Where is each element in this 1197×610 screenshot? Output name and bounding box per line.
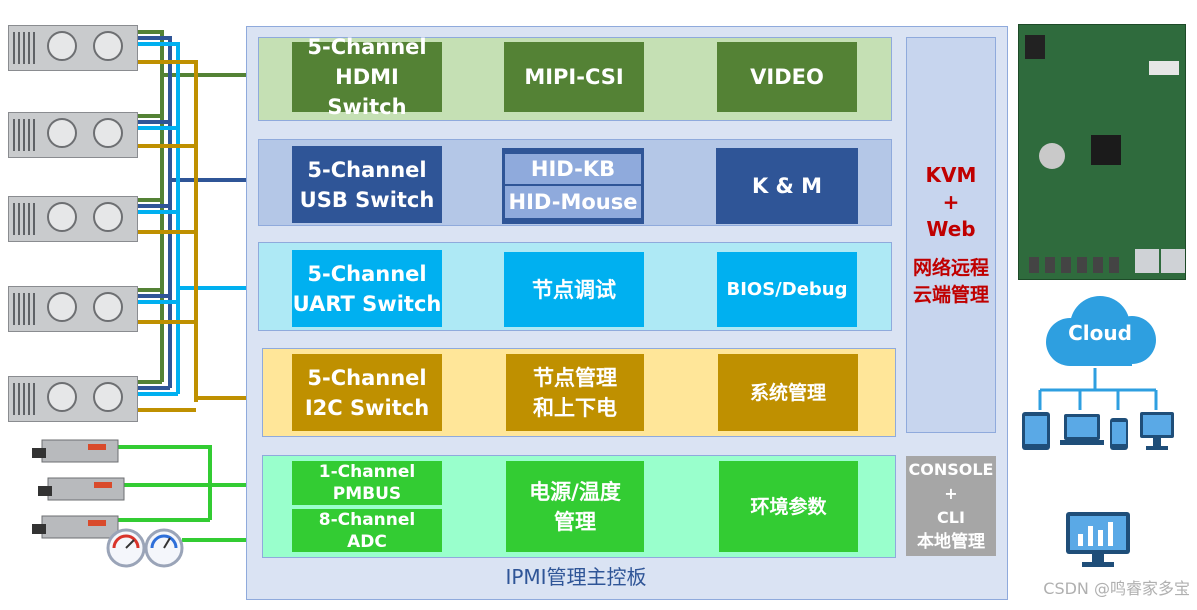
- pmbus-block: 1-Channel PMBUS: [292, 461, 442, 505]
- tablet-icon: [1022, 412, 1050, 450]
- phone-icon: [1110, 418, 1128, 450]
- main-chip: [1091, 135, 1121, 165]
- server-node-1: [8, 25, 138, 71]
- mipi-csi-block: MIPI-CSI: [504, 42, 644, 112]
- km-block: K & M: [716, 148, 858, 224]
- fan-icon: [93, 202, 123, 232]
- console-title: CONSOLE + CLI: [908, 460, 994, 527]
- console-panel: CONSOLE + CLI 本地管理: [906, 456, 996, 556]
- fan-icon: [93, 382, 123, 412]
- psu-icon: [32, 515, 119, 539]
- system-mgmt-block: 系统管理: [718, 354, 858, 431]
- uart-switch-block: 5-Channel UART Switch: [292, 250, 442, 327]
- monitor-icon: [1140, 412, 1174, 450]
- board-title: IPMI管理主控板: [505, 565, 647, 589]
- adc-block: 8-Channel ADC: [292, 509, 442, 552]
- node-debug-block: 节点调试: [504, 252, 644, 327]
- fan-icon: [93, 118, 123, 148]
- server-node-3: [8, 196, 138, 242]
- kvm-subtitle: 网络远程 云端管理: [912, 256, 989, 306]
- i2c-switch-block: 5-Channel I2C Switch: [292, 354, 442, 431]
- power-temp-block: 电源/温度 管理: [506, 461, 644, 552]
- pcb-board-photo: [1018, 24, 1186, 280]
- fan-icon: [47, 118, 77, 148]
- server-node-2: [8, 112, 138, 158]
- hdmi-switch-block: 5-Channel HDMI Switch: [292, 35, 442, 119]
- client-devices: [1022, 412, 1174, 450]
- node-power-block: 节点管理 和上下电: [506, 354, 644, 431]
- local-monitor-icon: [1066, 512, 1130, 567]
- server-node-5: [8, 376, 138, 422]
- power-supply-icons: [32, 439, 125, 539]
- fan-icon: [47, 202, 77, 232]
- psu-icon: [32, 439, 119, 463]
- gauge-icon: [106, 528, 146, 568]
- fan-icon: [47, 382, 77, 412]
- hid-mouse-label: HID-Mouse: [505, 186, 641, 218]
- kvm-title: KVM + Web: [925, 162, 977, 241]
- fan-icon: [93, 31, 123, 61]
- laptop-icon: [1060, 414, 1104, 445]
- gauge-icon: [144, 528, 184, 568]
- hid-kb-label: HID-KB: [505, 154, 641, 184]
- cloud-icon: [1046, 296, 1156, 366]
- fan-icon: [47, 292, 77, 322]
- cloud-label: Cloud: [1068, 321, 1132, 345]
- console-subtitle: 本地管理: [917, 532, 985, 552]
- fan-icon: [93, 292, 123, 322]
- kvm-panel: KVM + Web 网络远程 云端管理: [906, 37, 996, 433]
- psu-icon: [38, 477, 125, 501]
- video-block: VIDEO: [717, 42, 857, 112]
- server-node-4: [8, 286, 138, 332]
- fan-icon: [47, 31, 77, 61]
- bios-debug-block: BIOS/Debug: [717, 252, 857, 327]
- env-params-block: 环境参数: [719, 461, 858, 552]
- watermark: CSDN @鸣睿家多宝: [1043, 579, 1190, 598]
- thermometer-gauges: [106, 528, 184, 568]
- usb-switch-block: 5-Channel USB Switch: [292, 146, 442, 223]
